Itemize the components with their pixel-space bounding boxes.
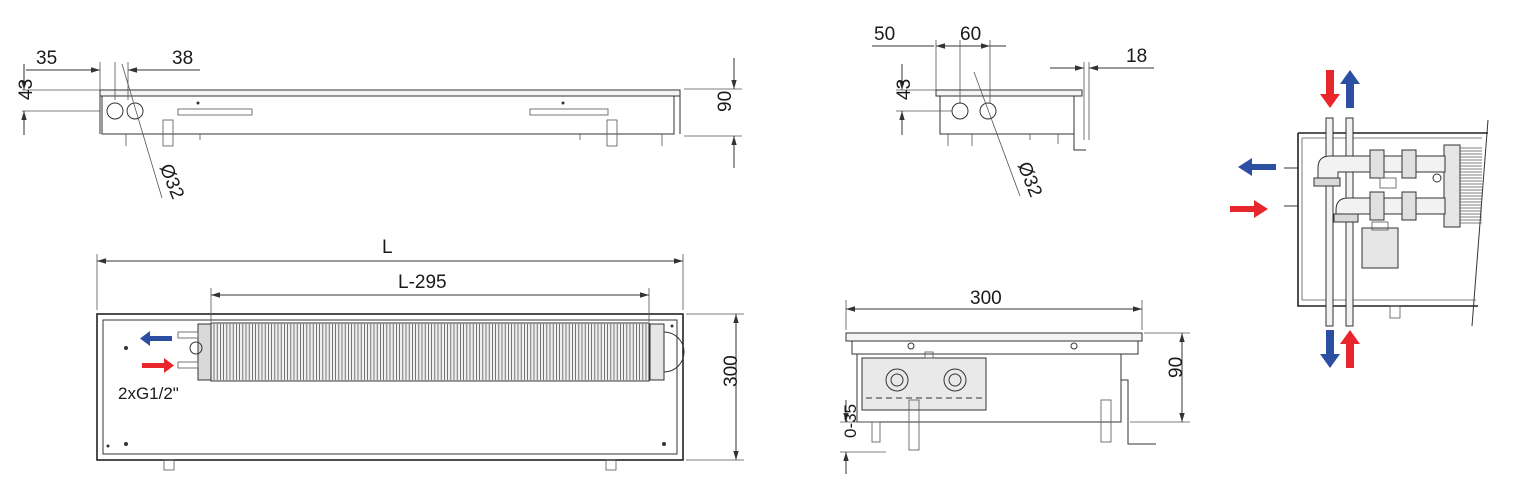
dim-end-18: 18 bbox=[1126, 46, 1147, 67]
dim-top-300: 300 bbox=[721, 355, 742, 387]
dim-sec-90: 90 bbox=[1166, 357, 1187, 378]
top-view: 2xG1/2" L L-295 300 bbox=[96, 237, 744, 471]
side-view: 35 38 43 90 Ø32 bbox=[16, 48, 742, 202]
dim-top-L: L bbox=[382, 237, 393, 258]
dim-sec-300: 300 bbox=[970, 288, 1002, 309]
return-arrow-down-icon bbox=[1320, 330, 1340, 368]
dim-end-60: 60 bbox=[960, 24, 981, 45]
return-arrow-icon bbox=[140, 331, 172, 346]
dim-end-43: 43 bbox=[894, 79, 915, 100]
heat-exchanger-fins bbox=[213, 324, 647, 380]
connection-label: 2xG1/2" bbox=[118, 384, 179, 403]
connection-detail bbox=[1230, 70, 1489, 368]
return-arrow-up-icon bbox=[1340, 70, 1360, 108]
supply-arrow-up-icon bbox=[1340, 330, 1360, 368]
supply-arrow-icon bbox=[142, 358, 174, 373]
dim-side-90: 90 bbox=[715, 91, 736, 112]
dim-sec-035: 0-35 bbox=[841, 404, 860, 438]
dim-side-35: 35 bbox=[36, 48, 57, 69]
dim-end-50: 50 bbox=[874, 24, 895, 45]
return-arrow-left-icon bbox=[1238, 158, 1276, 176]
dim-side-43: 43 bbox=[16, 79, 37, 100]
dim-end-dia: Ø32 bbox=[1013, 159, 1046, 200]
dim-side-dia: Ø32 bbox=[155, 161, 188, 202]
end-view: 50 60 18 43 Ø32 bbox=[872, 24, 1154, 200]
dim-top-L295: L-295 bbox=[398, 272, 447, 293]
cross-section: 300 90 0-35 bbox=[840, 288, 1190, 474]
supply-arrow-right-icon bbox=[1230, 200, 1268, 218]
dim-side-38: 38 bbox=[172, 48, 193, 69]
supply-arrow-down-icon bbox=[1320, 70, 1340, 108]
